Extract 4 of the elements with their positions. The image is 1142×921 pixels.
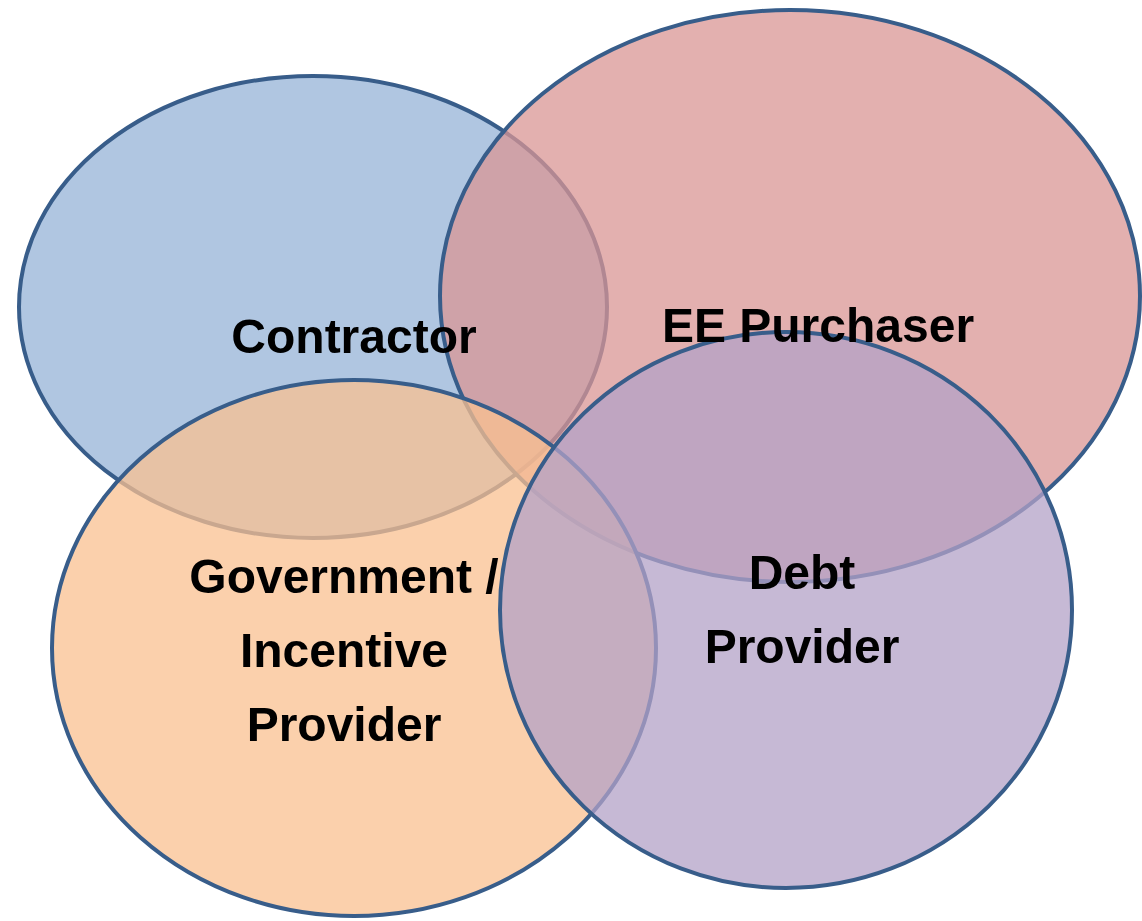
set-label: Contractor [230,309,478,365]
set-label: Debt Provider [703,545,901,675]
set-label: Government / Incentive Provider [188,549,500,753]
set-label: EE Purchaser [660,298,976,354]
